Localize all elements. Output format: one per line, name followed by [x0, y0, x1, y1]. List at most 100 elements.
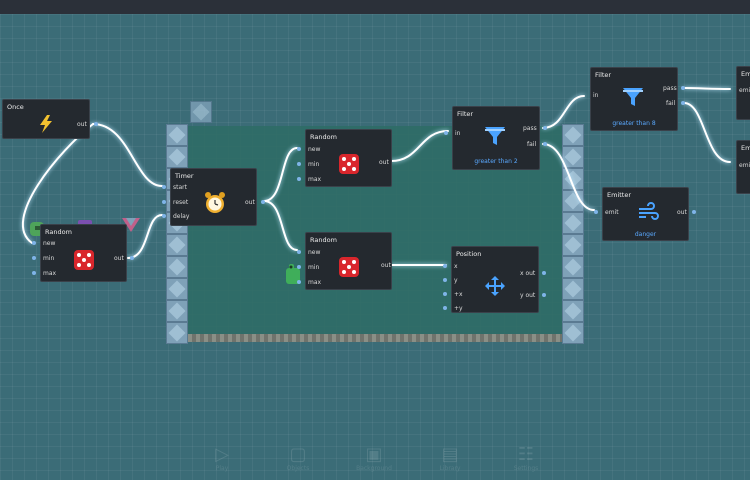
out-port[interactable]	[94, 122, 98, 126]
once-node[interactable]: Once out	[2, 99, 98, 139]
start-port[interactable]	[162, 185, 166, 189]
fail-port[interactable]	[543, 142, 547, 146]
floating-tile[interactable]	[190, 101, 212, 123]
pass-port[interactable]	[681, 86, 685, 90]
dock-label: Library	[439, 465, 461, 472]
min-port[interactable]	[297, 265, 301, 269]
port-label-x: x	[454, 263, 458, 270]
x-port[interactable]	[443, 264, 447, 268]
node-title: Timer	[175, 172, 194, 180]
funnel-icon	[623, 88, 643, 106]
node-title: Random	[310, 236, 337, 244]
frog-sprite[interactable]	[283, 262, 303, 286]
port-label-new: new	[43, 240, 56, 247]
max-port[interactable]	[297, 280, 301, 284]
filter-node-2[interactable]: Filter in pass fail greater than 8	[590, 67, 685, 131]
sliders-icon: ☷	[517, 444, 535, 465]
node-title: Once	[7, 103, 24, 111]
random-node-mid[interactable]: Random new min max out	[297, 232, 392, 290]
port-label-min: min	[308, 264, 320, 271]
y-port[interactable]	[443, 278, 447, 282]
port-label-pass: pass	[523, 125, 537, 132]
dock-settings[interactable]: ☷ Settings	[491, 444, 561, 473]
position-node[interactable]: Position x y +x +y x out y out	[443, 246, 546, 313]
port-label-fail: fail	[527, 141, 537, 148]
dice-icon	[339, 257, 359, 277]
dice-icon	[339, 154, 359, 174]
port-label-in: in	[455, 130, 461, 137]
dock-library[interactable]: ▤ Library	[415, 445, 485, 473]
port-label-max: max	[43, 270, 57, 277]
filter-node-1[interactable]: Filter in pass fail greater than 2	[444, 106, 547, 170]
alarm-clock-icon	[205, 192, 225, 213]
port-label-x-out: x out	[520, 270, 536, 277]
new-port[interactable]	[297, 147, 301, 151]
dock-objects[interactable]: ▢ Objects	[263, 444, 333, 473]
out-port[interactable]	[261, 200, 265, 204]
fail-port[interactable]	[681, 101, 685, 105]
in-port[interactable]	[444, 131, 448, 135]
port-label-emit: emit	[605, 209, 619, 216]
port-label-max: max	[308, 176, 322, 183]
dock-play[interactable]: ▷ Play	[187, 444, 257, 473]
dock-label: Objects	[286, 465, 310, 472]
port-label-delay: delay	[173, 213, 190, 220]
node-title: Position	[456, 250, 482, 258]
dock-background[interactable]: ▣ Background	[339, 444, 409, 473]
emitter-tag: danger	[634, 231, 657, 238]
emitter-node-partial-b[interactable]: Em emi	[736, 140, 750, 194]
dock-label: Background	[356, 465, 392, 472]
funnel-icon	[485, 127, 505, 145]
new-port[interactable]	[297, 250, 301, 254]
dock-label: Settings	[513, 465, 539, 472]
port-label-new: new	[308, 249, 321, 256]
lightning-icon	[40, 115, 52, 133]
max-port[interactable]	[297, 177, 301, 181]
node-title: Filter	[457, 110, 474, 118]
port-label-min: min	[308, 161, 320, 168]
port-label-start: start	[173, 184, 187, 191]
top-toolbar	[0, 0, 750, 14]
timer-node[interactable]: Timer start reset delay out	[162, 168, 265, 226]
port-label-max: max	[308, 279, 322, 286]
node-title: Em	[741, 70, 750, 78]
port-label-min: min	[43, 255, 55, 262]
reset-port[interactable]	[162, 200, 166, 204]
scene-floor	[188, 334, 562, 342]
delay-port[interactable]	[162, 214, 166, 218]
y-out-port[interactable]	[542, 293, 546, 297]
emit-port[interactable]	[594, 210, 598, 214]
new-port[interactable]	[32, 241, 36, 245]
move-arrows-icon	[485, 276, 505, 296]
port-label-emit: emi	[739, 162, 750, 169]
port-label-out: out	[677, 209, 687, 216]
filter-condition: greater than 2	[474, 158, 518, 165]
plus-y-port[interactable]	[443, 306, 447, 310]
random-node-top[interactable]: Random new min max out	[297, 129, 392, 187]
image-icon: ▣	[365, 444, 383, 465]
port-label-out: out	[381, 262, 391, 269]
port-label-fail: fail	[666, 100, 676, 107]
min-port[interactable]	[297, 162, 301, 166]
emitter-node-partial-a[interactable]: Em emit	[736, 66, 750, 120]
cube-icon: ▢	[289, 444, 307, 465]
out-port[interactable]	[130, 256, 134, 260]
node-title: Filter	[595, 71, 612, 79]
min-port[interactable]	[32, 256, 36, 260]
port-label-out: out	[114, 255, 124, 262]
plus-x-port[interactable]	[443, 292, 447, 296]
pass-port[interactable]	[543, 126, 547, 130]
max-port[interactable]	[32, 271, 36, 275]
out-port[interactable]	[692, 210, 696, 214]
right-wall	[562, 124, 584, 344]
random-node-left[interactable]: Random new min max out	[32, 224, 134, 282]
dice-icon	[74, 250, 94, 270]
port-label-y: y	[454, 277, 458, 284]
port-label-pass: pass	[663, 85, 677, 92]
wind-icon	[639, 202, 659, 220]
play-icon: ▷	[215, 444, 229, 465]
emitter-node[interactable]: Emitter emit out danger	[594, 187, 696, 241]
x-out-port[interactable]	[542, 271, 546, 275]
port-label-y-out: y out	[520, 292, 536, 299]
